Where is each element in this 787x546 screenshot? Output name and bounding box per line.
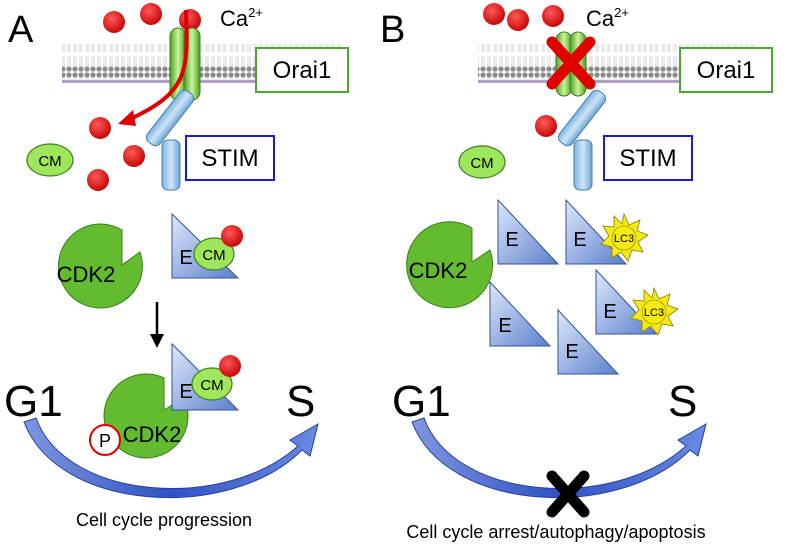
lc3-marker: LC3 [630,287,679,336]
panel-b: B Ca2+ Orai1 STIM CM [380,3,773,542]
cdk2-enzyme [406,221,494,309]
arrow-icon [127,9,189,122]
x-mark-icon [546,36,596,90]
cyclin-e-label: E [573,229,586,251]
s-label: S [286,377,315,426]
calcium-ion [87,169,109,191]
orai1-label: Orai1 [273,57,332,84]
stim-box [185,135,275,181]
cyclin-e [489,280,552,347]
calcium-ion [103,11,125,33]
calcium-ion [483,3,505,25]
calmodulin-label: CM [38,153,61,170]
panel-a: A Ca2+ Orai1 STIM CM [4,3,349,530]
calcium-ion [179,9,201,31]
x-mark-icon [546,470,590,518]
calcium-ion [89,117,111,139]
cyclin-e-label: E [179,381,192,403]
orai1-box [679,47,773,93]
orai1-box [255,47,349,93]
panel-b-caption: Cell cycle arrest/autophagy/apoptosis [406,522,705,542]
panel-a-caption: Cell cycle progression [76,510,252,530]
lc3-marker: LC3 [600,213,649,262]
phosphate-label: P [99,431,111,451]
panel-b-letter: B [380,9,405,51]
cyclin-e-label: E [179,247,192,269]
cyclin-e-label: E [603,301,616,323]
calcium-ion [219,355,241,377]
calcium-ion [542,5,564,27]
cyclin-e [565,198,628,265]
stim-label: STIM [619,145,676,172]
calcium-ion [140,3,162,25]
cycle-arrow [23,417,319,499]
stim-label: STIM [201,145,258,172]
svg-text:LC3: LC3 [644,307,664,319]
cdk2-enzyme [57,223,143,309]
cyclin-e-label: E [565,341,578,363]
cycle-arrow [411,417,707,499]
calmodulin-label: CM [202,247,225,264]
calcium-ion [507,9,529,31]
calmodulin [458,145,506,179]
orai1-label: Orai1 [697,57,756,84]
calcium-ion [535,115,557,137]
cyclin-e [497,198,560,265]
calmodulin [26,143,74,177]
cyclin-e-label: E [498,315,511,337]
calcium-ion [221,225,243,247]
calmodulin [193,237,235,271]
cyclin-e [557,308,620,375]
s-label: S [668,377,697,426]
stim-box [603,135,693,181]
calcium-label: Ca2+ [220,5,263,31]
cdk2-label: CDK2 [57,262,116,287]
calcium-label: Ca2+ [586,5,629,31]
stim-protein [557,89,607,191]
panel-a-letter: A [8,9,34,51]
g1-label: G1 [4,377,63,426]
calmodulin-label: CM [200,377,223,394]
stim-protein [145,89,195,191]
g1-label: G1 [392,377,451,426]
calmodulin [191,367,233,401]
cyclin-e-label: E [505,229,518,251]
cdk2-label: CDK2 [409,258,468,283]
phosphate-badge [89,424,121,456]
calcium-ion [123,145,145,167]
cdk2-label: CDK2 [123,422,182,447]
calmodulin-label: CM [470,155,493,172]
svg-text:LC3: LC3 [614,233,634,245]
